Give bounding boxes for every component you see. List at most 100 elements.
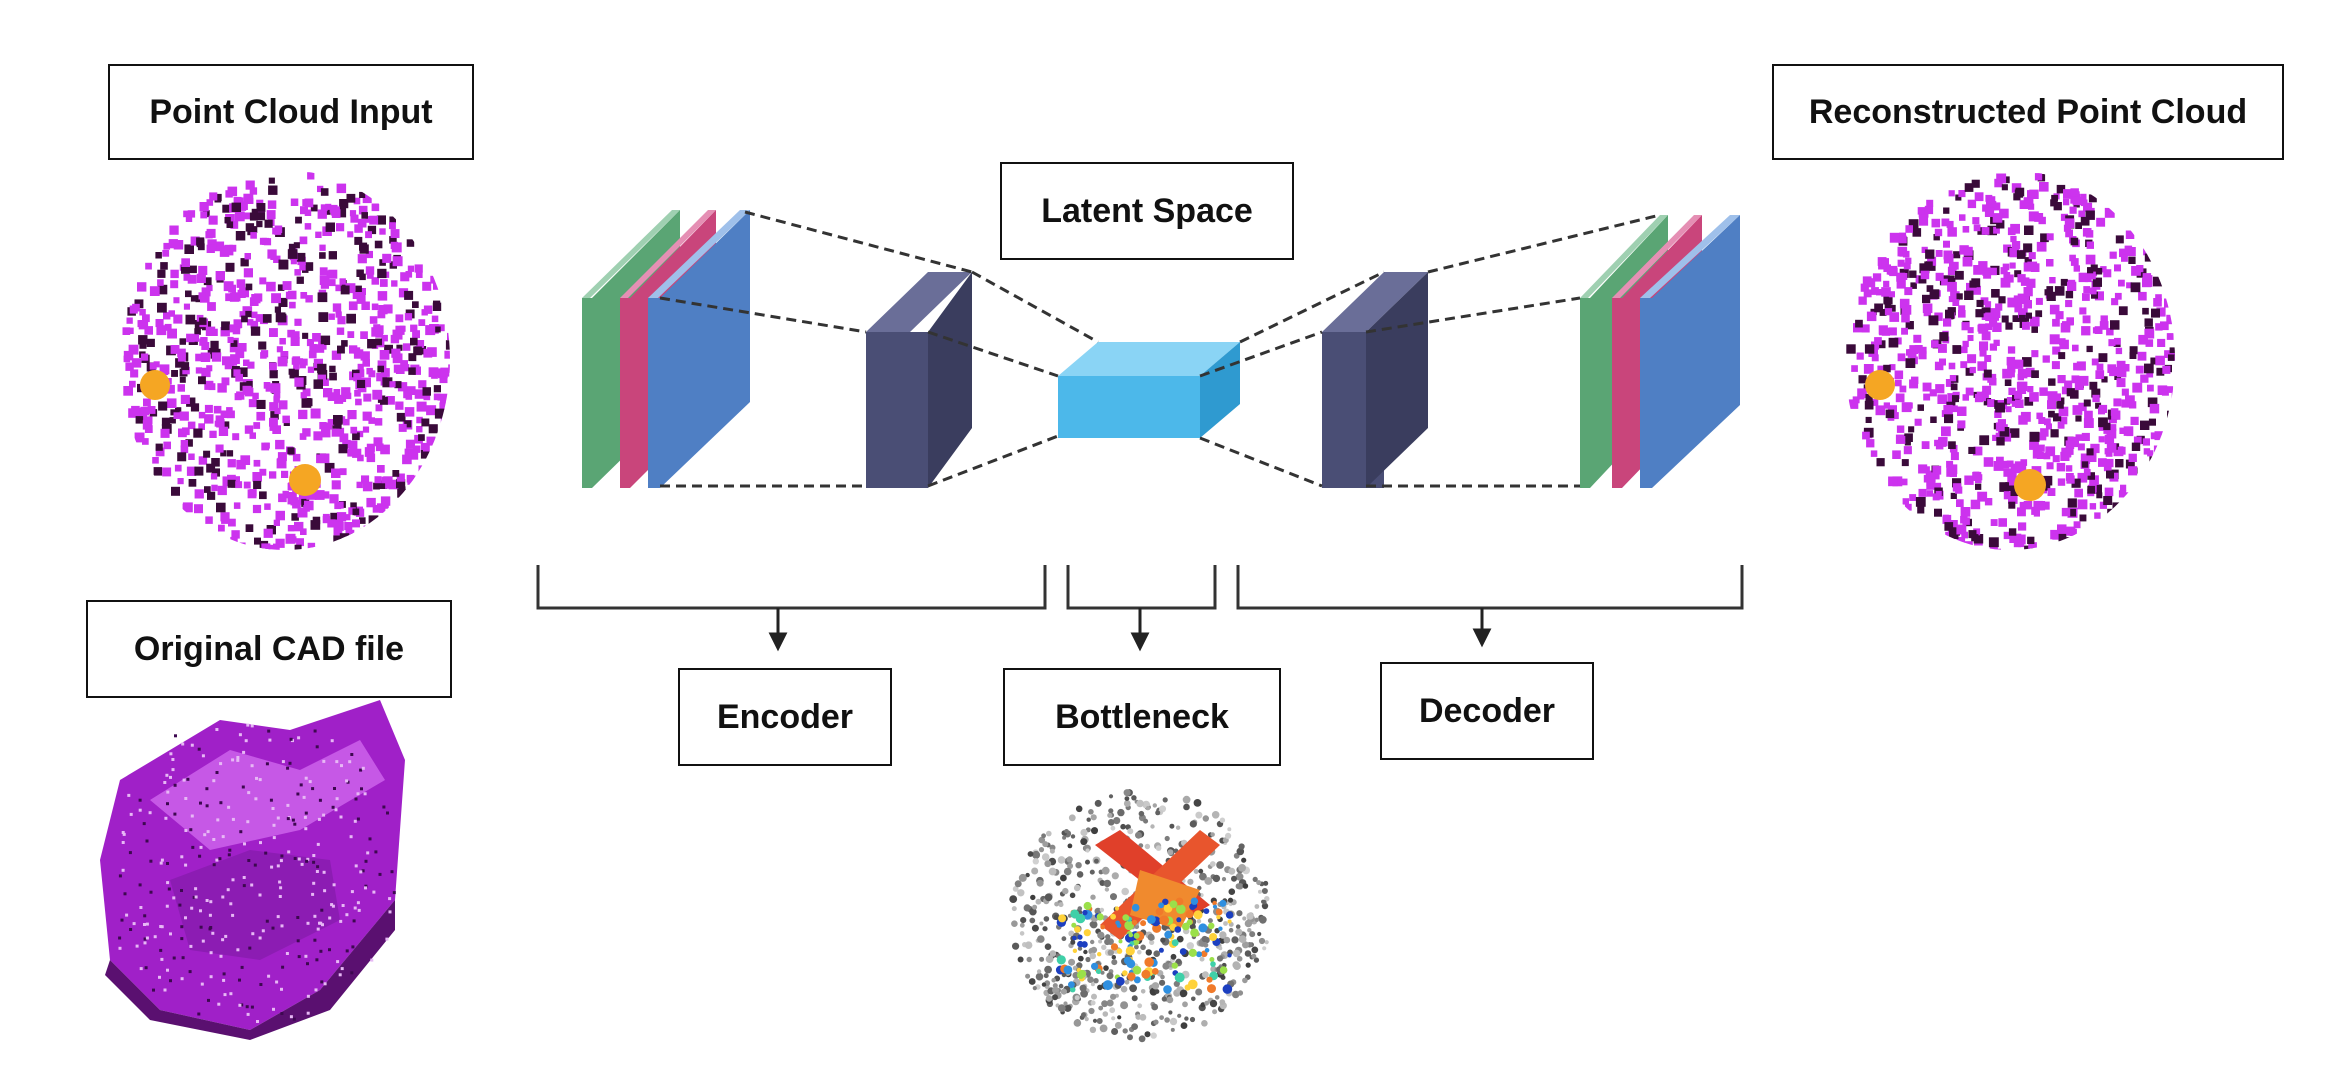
cloud-point — [269, 328, 278, 337]
scatter-point — [1144, 843, 1151, 850]
cloud-point — [329, 365, 336, 373]
scatter-point — [1179, 948, 1187, 955]
cad-point — [255, 776, 258, 780]
cloud-point — [1996, 437, 2005, 446]
cloud-point — [1905, 321, 1914, 330]
cad-point — [306, 1011, 310, 1015]
cloud-point — [416, 426, 423, 433]
cloud-point — [2153, 298, 2162, 307]
scatter-point — [1069, 892, 1076, 899]
cloud-point — [1948, 190, 1955, 197]
cad-point — [160, 957, 164, 961]
cloud-point — [2069, 254, 2076, 262]
cloud-point — [222, 356, 231, 366]
cloud-point — [1928, 315, 1939, 326]
cloud-point — [1918, 488, 1927, 497]
scatter-point — [1144, 1031, 1151, 1038]
cloud-point — [1912, 228, 1922, 237]
cad-point — [297, 955, 301, 959]
cloud-point — [1975, 483, 1982, 490]
cloud-point — [1900, 478, 1908, 486]
scatter-point — [1067, 843, 1073, 849]
cloud-point — [398, 423, 407, 432]
cad-point — [250, 764, 254, 768]
scatter-point — [1042, 841, 1049, 848]
cloud-point — [199, 317, 207, 325]
scatter-point — [1079, 984, 1087, 992]
cloud-point — [2010, 223, 2020, 234]
cloud-point — [208, 383, 216, 391]
scatter-point — [1190, 897, 1199, 905]
cloud-point — [206, 284, 213, 292]
cad-point — [184, 829, 188, 832]
cloud-point — [390, 229, 400, 238]
cloud-point — [2038, 417, 2046, 424]
cloud-point — [2155, 323, 2163, 331]
cad-point — [265, 762, 269, 766]
cloud-point — [1851, 365, 1858, 372]
latent-scatter-icon — [1009, 789, 1270, 1043]
cloud-point — [1956, 524, 1967, 535]
scatter-point — [1122, 914, 1130, 921]
cad-point — [250, 1005, 254, 1009]
cloud-point — [2085, 210, 2095, 220]
cloud-point — [2073, 265, 2080, 272]
cloud-point — [1930, 416, 1937, 423]
scatter-point — [1174, 926, 1182, 933]
cloud-point — [245, 524, 254, 532]
scatter-point — [1232, 949, 1241, 958]
cloud-point — [230, 340, 238, 347]
cad-point — [281, 965, 285, 969]
cloud-point — [333, 526, 343, 536]
cloud-point — [423, 393, 431, 401]
cloud-point — [348, 507, 356, 515]
cloud-point — [173, 297, 180, 304]
cad-point — [206, 830, 210, 834]
cloud-point — [173, 412, 181, 419]
cloud-point — [294, 544, 302, 550]
cloud-point — [144, 326, 153, 335]
cloud-point — [300, 292, 308, 299]
cloud-point — [365, 250, 373, 259]
cloud-point — [1945, 379, 1954, 387]
cloud-point — [2064, 218, 2075, 228]
cloud-point — [379, 279, 388, 287]
cloud-point — [2058, 352, 2066, 360]
cloud-point — [1983, 270, 1992, 279]
scatter-point — [1127, 972, 1136, 981]
cloud-point — [2073, 521, 2081, 529]
cad-point — [219, 954, 223, 958]
cloud-point — [2014, 359, 2024, 369]
cloud-point — [198, 265, 208, 275]
scatter-point — [1216, 914, 1221, 920]
cad-point — [267, 729, 271, 733]
scatter-point — [1111, 872, 1119, 880]
cloud-point — [166, 398, 177, 408]
cloud-point — [189, 265, 197, 274]
cloud-point — [275, 538, 285, 548]
cloud-point — [2147, 397, 2158, 408]
cad-point — [272, 1007, 275, 1011]
cloud-point — [1904, 439, 1911, 446]
cloud-point — [199, 202, 209, 212]
cloud-point — [2125, 459, 2135, 469]
cloud-point — [430, 275, 439, 284]
cloud-point — [1957, 420, 1966, 429]
cad-point — [169, 752, 173, 756]
cloud-point — [1871, 341, 1880, 350]
cloud-point — [1918, 464, 1928, 474]
cloud-point — [2031, 326, 2038, 333]
cad-point — [279, 859, 283, 863]
scatter-point — [1140, 989, 1146, 994]
cloud-point — [290, 258, 297, 265]
cad-point — [280, 924, 284, 928]
cad-point — [322, 870, 326, 874]
cloud-point — [214, 193, 222, 202]
cad-point — [334, 808, 338, 812]
cad-point — [229, 902, 233, 906]
cloud-point — [395, 365, 405, 374]
cloud-point — [335, 284, 342, 292]
cloud-point — [367, 225, 377, 235]
cloud-point — [2009, 247, 2019, 258]
cloud-point — [336, 427, 345, 436]
